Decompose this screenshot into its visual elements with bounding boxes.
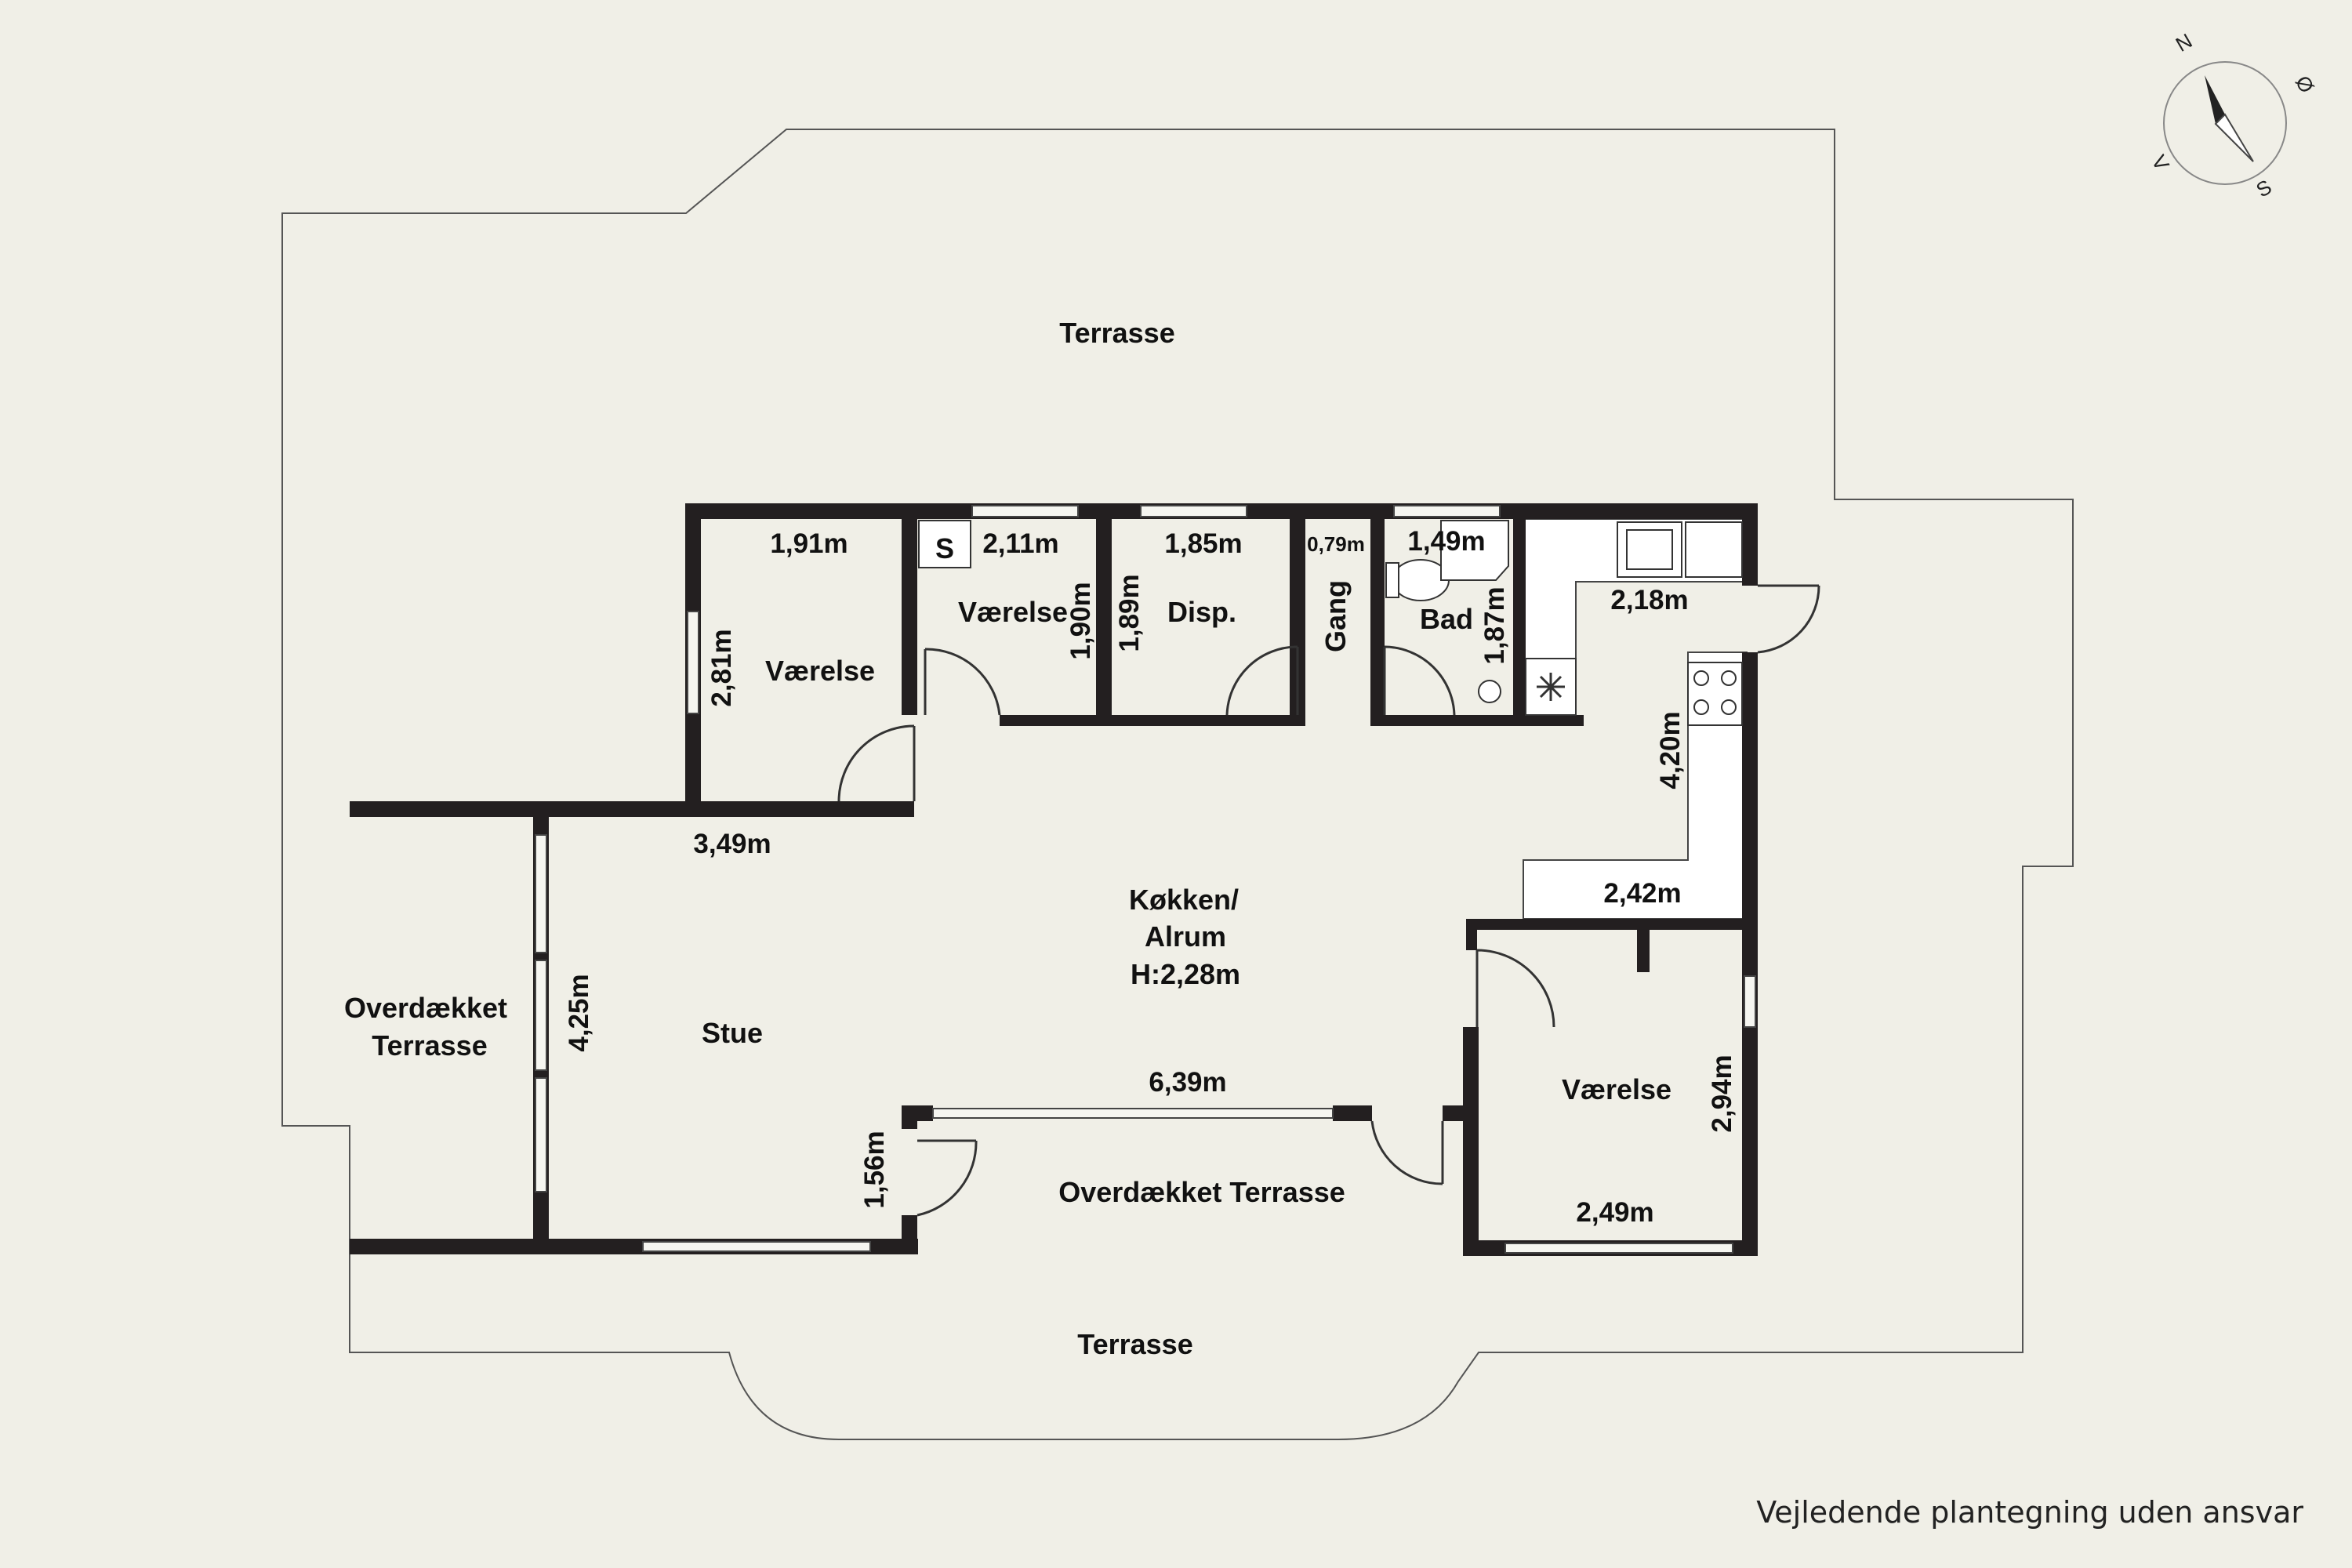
label-covered-left-1: Overdækket <box>344 992 507 1024</box>
label-bath: Bad <box>1420 603 1473 635</box>
terrace-outline <box>281 129 2074 1440</box>
dishwasher <box>1685 521 1743 578</box>
compass: N Ø S V <box>2147 29 2318 202</box>
label-terrace-bottom: Terrasse <box>1077 1328 1192 1360</box>
storage-cabinet <box>918 520 971 568</box>
dim-bath-width: 1,49m <box>1407 526 1485 557</box>
label-covered-bottom: Overdækket Terrasse <box>1058 1176 1345 1208</box>
fixtures <box>918 520 1743 726</box>
dim-living-width: 3,49m <box>693 829 771 859</box>
stove <box>1687 662 1743 726</box>
footer-disclaimer: Vejledende plantegning uden ansvar <box>1756 1495 2303 1530</box>
dim-bedroom2-width: 2,11m <box>982 528 1058 559</box>
label-kitchen-1: Køkken/ <box>1129 884 1239 916</box>
dim-storage-depth: 1,89m <box>1114 574 1145 652</box>
shower <box>1440 520 1509 581</box>
dim-living-depth: 4,25m <box>564 974 594 1051</box>
south-arrow-icon <box>2214 113 2254 162</box>
dim-bedroom3-width: 2,49m <box>1576 1197 1653 1228</box>
label-kitchen-3: H:2,28m <box>1131 958 1240 990</box>
compass-n: N <box>2172 29 2196 56</box>
label-covered-left-2: Terrasse <box>372 1029 487 1062</box>
compass-s: S <box>2252 175 2275 202</box>
label-bedroom-3: Værelse <box>1562 1073 1671 1105</box>
dim-storage-width: 1,85m <box>1164 528 1242 559</box>
label-cabinet: S <box>935 532 954 564</box>
dim-kitchen-top: 2,18m <box>1610 585 1688 615</box>
label-kitchen-2: Alrum <box>1145 920 1226 953</box>
snowflake-icon <box>1537 673 1565 701</box>
dim-kitchen-side: 4,20m <box>1655 711 1686 789</box>
dim-bedroom3-depth: 2,94m <box>1707 1054 1737 1132</box>
label-bedroom-2: Værelse <box>958 596 1068 628</box>
dim-hall-width: 0,79m <box>1307 532 1365 556</box>
label-hall: Gang <box>1319 580 1352 652</box>
compass-w: V <box>2147 151 2174 175</box>
dim-covered-depth: 1,56m <box>859 1131 890 1208</box>
label-terrace-top: Terrasse <box>1059 317 1174 349</box>
label-living: Stue <box>702 1017 763 1049</box>
north-arrow-icon <box>2205 75 2225 124</box>
dim-bath-depth: 1,87m <box>1479 586 1510 664</box>
dim-bedroom1-width: 1,91m <box>770 528 848 559</box>
windows <box>535 505 1756 1254</box>
compass-e: Ø <box>2291 71 2319 97</box>
dim-covered-width: 6,39m <box>1149 1067 1226 1098</box>
label-bedroom-1: Værelse <box>765 655 875 687</box>
dim-bedroom2-depth: 1,90m <box>1065 582 1096 659</box>
dim-kitchen-bottom: 2,42m <box>1603 878 1681 909</box>
label-storage: Disp. <box>1167 596 1236 628</box>
dim-bedroom1-depth: 2,81m <box>706 629 737 706</box>
door-swings <box>837 584 1820 1217</box>
sink-bath <box>1478 680 1501 703</box>
